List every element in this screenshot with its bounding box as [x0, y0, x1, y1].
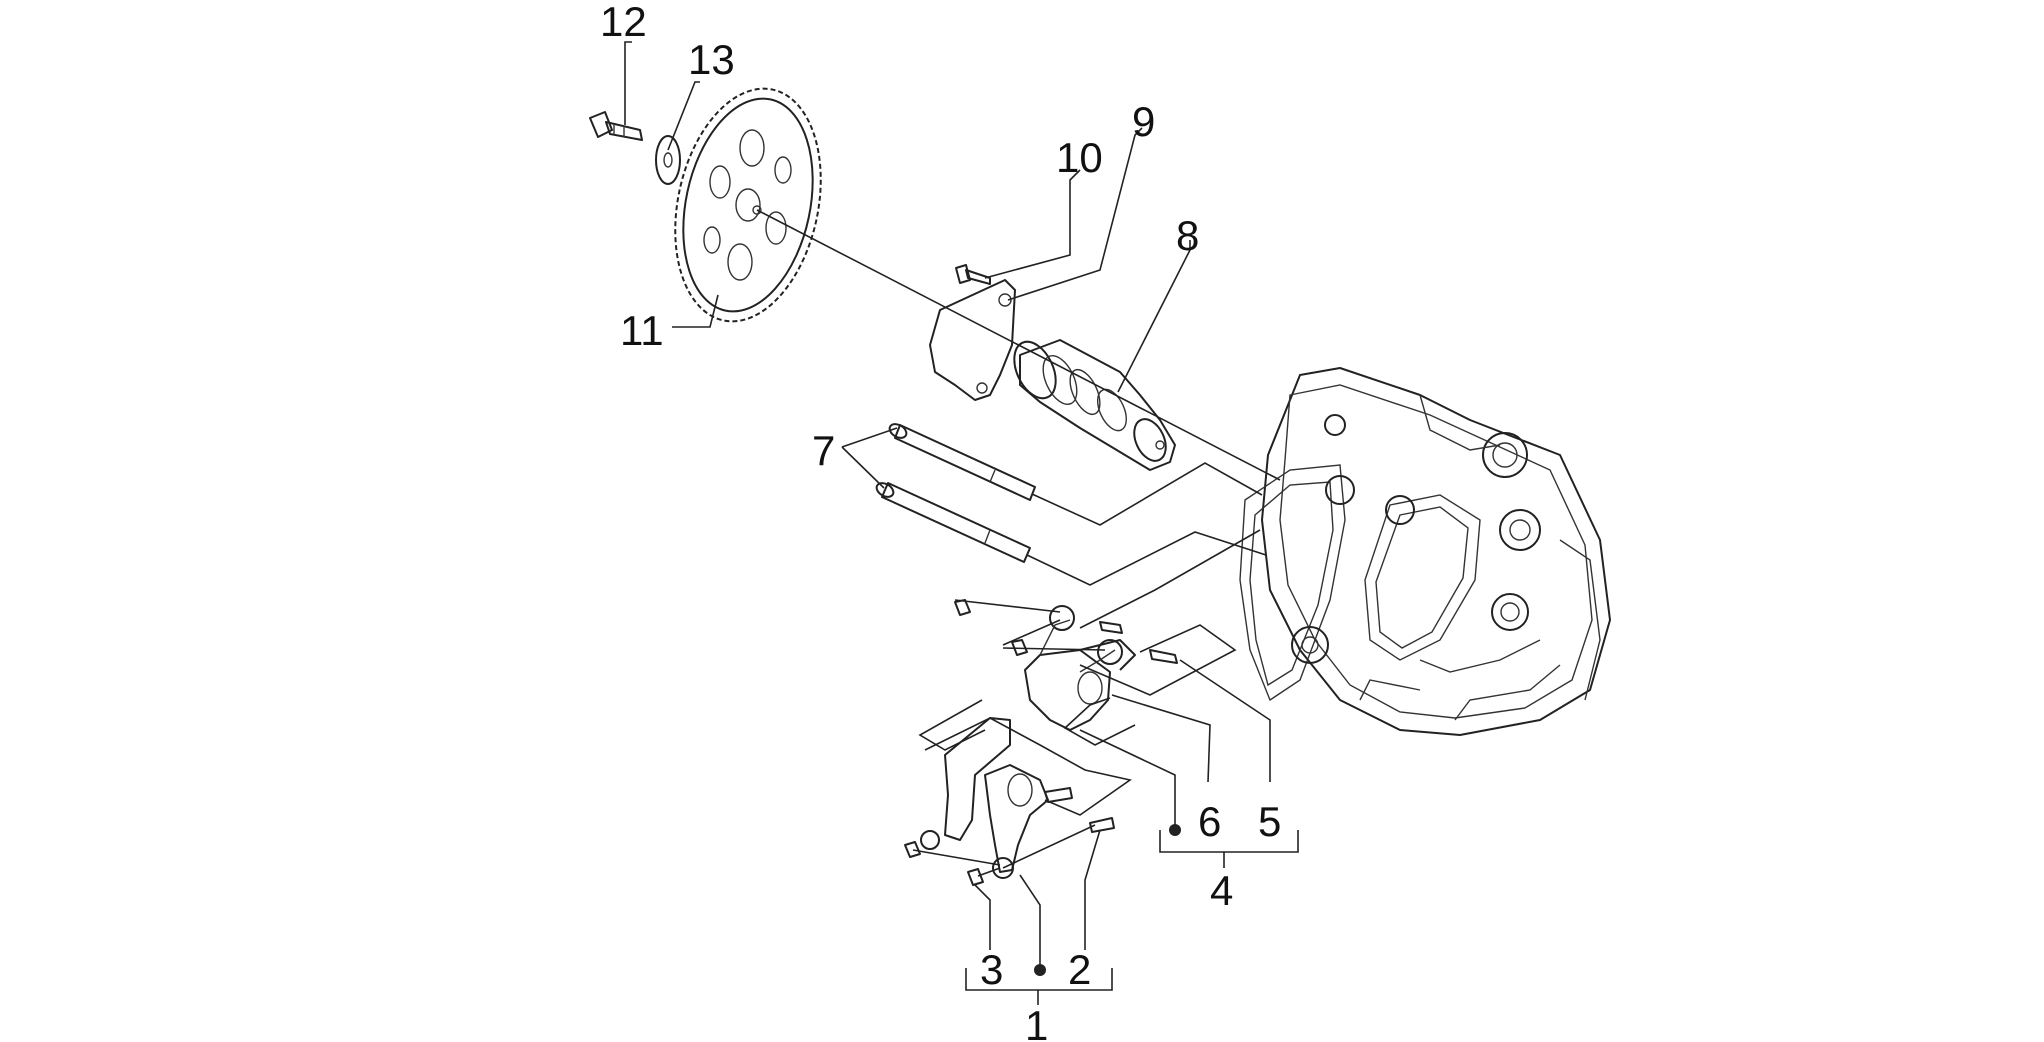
label-12: 12	[600, 0, 647, 45]
sprocket-bolt	[589, 111, 643, 141]
label-8: 8	[1176, 212, 1199, 259]
bracket-4	[1159, 830, 1299, 868]
label-9: 9	[1132, 98, 1155, 145]
label-5: 5	[1258, 798, 1281, 845]
label-11: 11	[620, 307, 664, 354]
bracket-1	[965, 968, 1113, 1005]
rocker-arm-intake	[920, 717, 1115, 879]
label-3: 3	[980, 946, 1003, 993]
cylinder-head	[1239, 367, 1611, 736]
lower-nuts	[904, 841, 984, 886]
camshaft	[1013, 339, 1176, 471]
label-2: 2	[1068, 946, 1091, 993]
dot-marker-lower	[1034, 964, 1046, 976]
camshaft-retainer-plate	[929, 279, 1016, 401]
upper-nuts-screws	[954, 599, 1178, 664]
plate-screw	[955, 264, 991, 285]
label-6: 6	[1198, 798, 1221, 845]
label-13: 13	[688, 36, 735, 83]
leader-lines	[624, 41, 1281, 968]
label-10: 10	[1056, 134, 1103, 181]
label-1: 1	[1025, 1002, 1048, 1042]
timing-sprocket	[674, 87, 822, 323]
label-4: 4	[1210, 867, 1233, 914]
rocker-arm-exhaust	[1024, 605, 1136, 731]
washer	[655, 135, 681, 185]
rocker-shaft-lower	[875, 482, 1031, 563]
label-7: 7	[812, 427, 835, 474]
rocker-shaft-upper	[888, 423, 1036, 501]
dot-marker-upper	[1169, 824, 1181, 836]
